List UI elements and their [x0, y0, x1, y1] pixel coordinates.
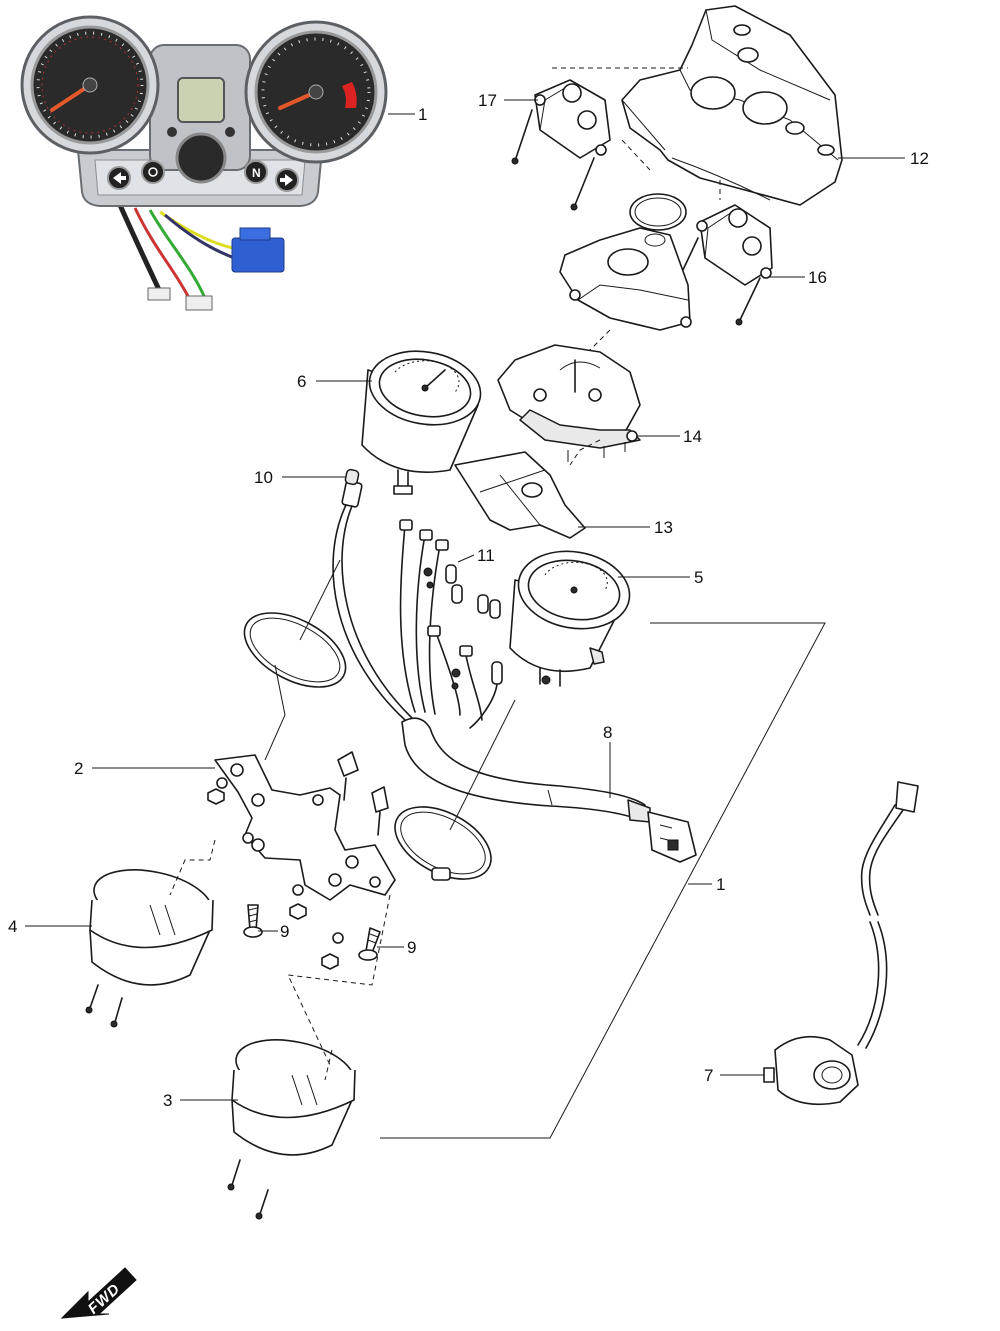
part-13-lower-trim — [454, 451, 586, 539]
callout-9-right: 9 — [407, 938, 416, 957]
callout-8: 8 — [603, 723, 612, 742]
part-2-mounting-plate — [207, 751, 396, 970]
part-8-wire-harness — [401, 717, 697, 863]
callout-1-lower: 1 — [716, 875, 725, 894]
meter-holder — [559, 227, 692, 331]
part-11-indicator-bulbs — [399, 519, 503, 729]
part-10-bulb-socket — [332, 468, 413, 721]
instrument-cluster-photo: N — [20, 15, 388, 311]
assembly-bracket-1 — [380, 622, 826, 1139]
tachometer-photo — [244, 20, 388, 164]
assembly-lines — [169, 67, 721, 1081]
indicator-lights: N — [107, 160, 299, 192]
callout-14: 14 — [683, 427, 702, 446]
callout-1-top: 1 — [418, 105, 427, 124]
part-17-bracket-left — [511, 79, 611, 211]
callout-9-left: 9 — [280, 922, 289, 941]
callout-13: 13 — [654, 518, 673, 537]
rubber-ring-upper — [243, 612, 347, 688]
part-16-bracket-right — [677, 204, 773, 326]
rubber-ring-lower — [394, 806, 492, 881]
fwd-direction-arrow: FWD — [60, 1267, 137, 1319]
o-ring — [629, 193, 687, 231]
part-5-speedometer — [509, 550, 631, 687]
callout-6: 6 — [297, 372, 306, 391]
callout-5: 5 — [694, 568, 703, 587]
callout-17: 17 — [478, 91, 497, 110]
callout-16: 16 — [808, 268, 827, 287]
callout-4: 4 — [8, 917, 17, 936]
part-9-screws — [243, 904, 381, 961]
callout-10: 10 — [254, 468, 273, 487]
speedometer-photo — [20, 15, 160, 155]
callout-12: 12 — [910, 149, 929, 168]
callout-2: 2 — [74, 759, 83, 778]
part-7-speed-sensor — [763, 781, 919, 1106]
part-6-tachometer — [361, 350, 482, 495]
part-3-meter-cup — [227, 1039, 356, 1220]
part-14-indicator-panel — [497, 344, 641, 462]
callouts: 1 17 12 16 6 14 10 13 11 5 8 2 1 4 9 9 7 — [8, 91, 929, 1110]
svg-text:N: N — [252, 166, 261, 180]
callout-3: 3 — [163, 1091, 172, 1110]
callout-11: 11 — [477, 546, 495, 565]
callout-7: 7 — [704, 1066, 713, 1085]
part-12-upper-cover — [621, 5, 843, 206]
part-4-meter-cup — [85, 869, 214, 1028]
